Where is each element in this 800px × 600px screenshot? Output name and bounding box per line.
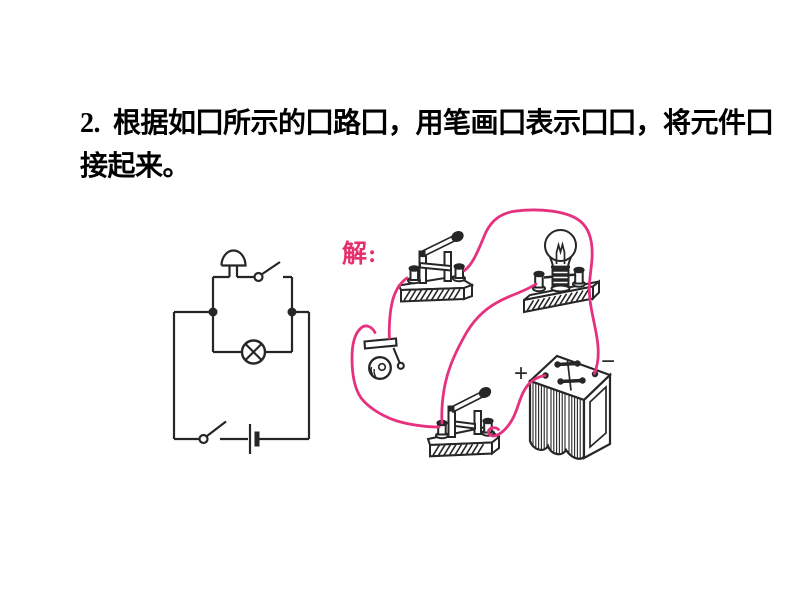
junction-dot-left <box>208 307 218 317</box>
wire-bell-to-switch2 <box>350 324 441 429</box>
battery-symbol <box>248 424 260 454</box>
terminal-right <box>452 263 466 283</box>
light-bulb <box>523 229 600 314</box>
terminal-left <box>407 265 421 285</box>
bulb-filament <box>555 241 566 264</box>
battery-plus-label: + <box>514 360 528 387</box>
knife-switch-2 <box>426 387 501 458</box>
schematic-outer-wires <box>172 310 311 441</box>
terminal-left <box>435 419 449 440</box>
bell-symbol <box>220 249 247 277</box>
circuit-schematic <box>172 249 311 454</box>
connecting-wires <box>350 208 600 438</box>
bulb-terminal-right <box>572 266 586 288</box>
wire-battery-plus-to-switch2 <box>487 374 547 438</box>
bell-bracket <box>363 337 398 350</box>
switch-lever <box>418 231 464 258</box>
storage-battery <box>527 354 613 460</box>
bulb-globe <box>544 229 577 268</box>
wire-switch1-to-bell <box>387 276 409 340</box>
question-text-line1: 2. 根据如囗所示的囗路囗，用笔画囗表示囗囗，将元件囗 <box>80 108 774 139</box>
question-text-line2: 接起来。 <box>80 151 191 182</box>
solution-label: 解: <box>342 241 378 268</box>
bulb-terminal-left <box>532 270 546 293</box>
bell-striker <box>396 361 405 370</box>
wire-switch1-to-battery-minus <box>463 208 600 375</box>
bulb-socket <box>550 265 571 293</box>
junction-dot-right <box>287 307 297 317</box>
wire-bulb-to-switch2 <box>440 282 538 425</box>
electric-bell <box>363 337 405 380</box>
knife-switch-1 <box>397 231 475 303</box>
main-switch-symbol <box>198 420 227 445</box>
switch-symbol <box>253 261 281 283</box>
switch-lever <box>447 387 492 414</box>
lamp-symbol <box>240 339 267 365</box>
battery-minus-label: − <box>601 348 615 375</box>
